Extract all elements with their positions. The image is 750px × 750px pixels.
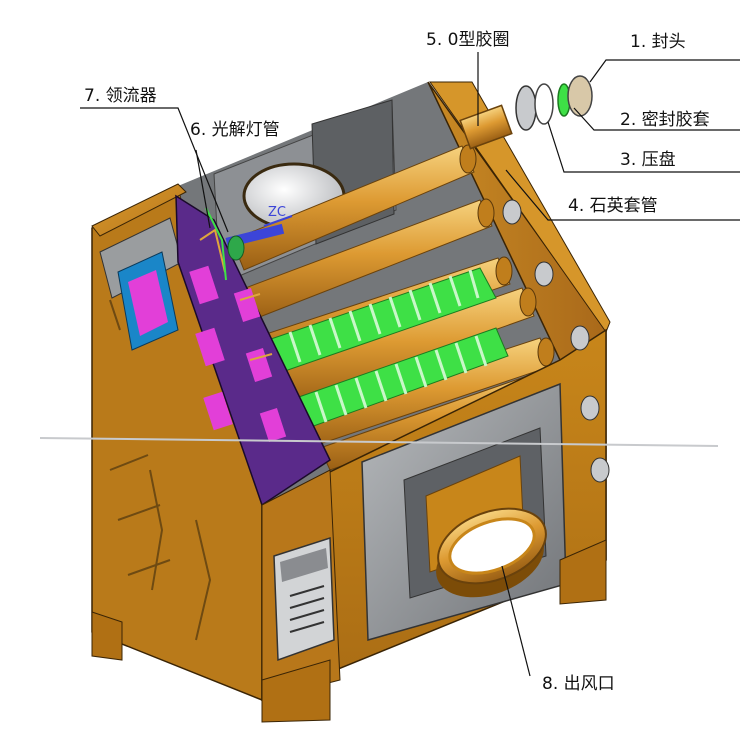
control-panel [273, 536, 335, 662]
reference-line [39, 437, 719, 447]
top-rim [91, 183, 187, 237]
side-fittings [502, 199, 610, 483]
label-sealing-sleeve: 2. 密封胶套 [620, 110, 710, 130]
label-pressure-plate: 3. 压盘 [620, 150, 676, 170]
label-air-outlet: 8. 出风口 [542, 674, 615, 694]
label-flow-guide: 7. 领流器 [84, 86, 157, 106]
outlet-ring [436, 507, 547, 598]
end-cap-assembly [459, 75, 593, 150]
green-filter-mesh [267, 267, 509, 429]
side-inspection-window [117, 251, 179, 351]
axis-marker: ZC [268, 205, 286, 220]
label-uv-lamp: 6. 光解灯管 [190, 120, 280, 140]
label-quartz-tube: 4. 石英套管 [568, 196, 658, 216]
label-o-ring: 5. 0型胶圈 [426, 30, 510, 50]
label-end-cap: 1. 封头 [630, 32, 686, 52]
leader-lines [80, 52, 740, 677]
lamp-fixture [225, 215, 293, 261]
flow-guide-panel [175, 194, 331, 507]
support-legs [91, 539, 607, 723]
